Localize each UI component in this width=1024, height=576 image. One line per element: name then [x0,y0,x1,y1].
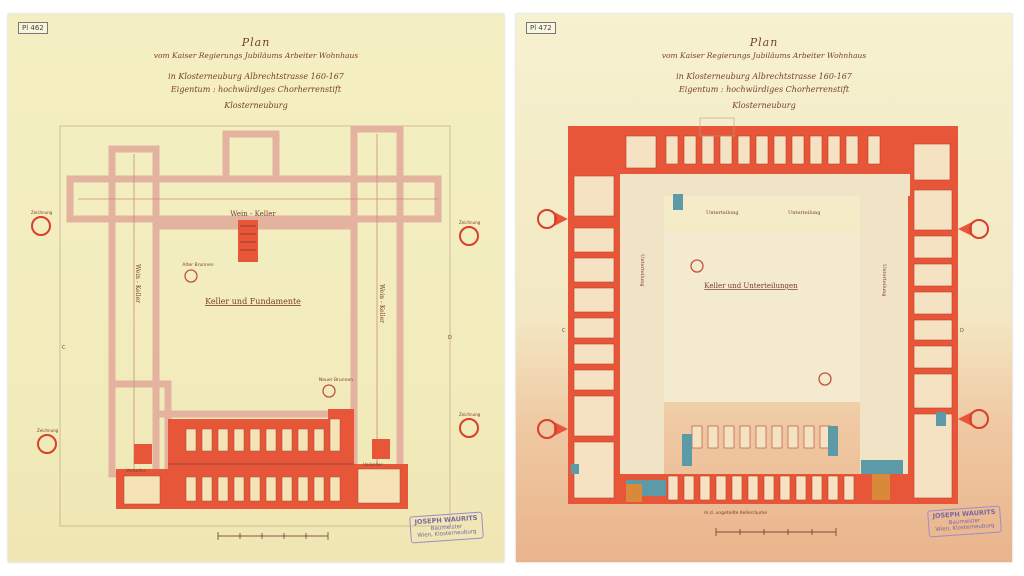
section-markers [31,216,479,454]
label-unterteilung-right: Unterteilung [881,264,887,297]
plan-subtitle: vom Kaiser Regierungs Jubiläums Arbeiter… [153,51,359,60]
inventory-label: Pl 462 [18,22,48,34]
stair-left [134,444,152,464]
marker-label-right-top: Zeichnung [459,220,481,225]
plan-address: in Klosterneuburg Albrechtstrasse 160-16… [676,72,852,81]
scale-bar [715,528,837,536]
architect-stamp: JOSEPH WAURITS Baumeister Wien, Klostern… [409,511,484,544]
bottom-rooms [667,425,855,501]
stair-center [238,220,258,262]
side-rooms [573,175,953,499]
inventory-label: Pl 472 [526,22,556,34]
marker-label-right-bottom: Zeichnung [459,412,481,417]
side-label-c: C [62,345,66,351]
stair-left [626,484,642,502]
label-wein-keller-right: Wein - Keller [378,284,385,323]
stair-right [372,439,390,459]
plan-sheet-left: Pl 462 Plan vom Kaiser Regierungs Jubilä… [8,14,504,562]
stamp-line2: Wien, Klosterneuburg [417,529,477,540]
plan-location: Klosterneuburg [224,101,288,110]
blue-accents [571,194,946,496]
plan-owner: Eigentum : hochwürdiges Chorherrenstift [678,85,850,94]
new-well-icon [322,384,336,398]
old-well-icon [184,269,198,283]
floor-plan-drawing: Keller und Unterteilungen Unterteilung U… [537,117,989,536]
new-well-icon [818,372,832,386]
inner-lines [78,134,438,469]
label-plan-type: Keller und Unterteilungen [704,282,798,290]
label-wein-keller-left: Wein - Keller [134,264,141,303]
side-label-c: C [562,328,566,334]
marker-label-left-top: Zeichnung [31,210,53,215]
label-plan-type: Keller und Fundamente [205,297,301,306]
plan-sheet-right: Pl 472 Plan vom Kaiser Regierungs Jubilä… [516,14,1012,562]
plan-subtitle: vom Kaiser Regierungs Jubiläums Arbeiter… [661,51,867,60]
top-rooms [625,135,951,181]
side-label-d: D [960,328,964,334]
marker-label-left-bottom: Zeichnung [37,428,59,433]
architect-stamp: JOSEPH WAURITS Baumeister Wien, Klostern… [927,505,1002,538]
label-unterteilung-2: Unterteilung [788,210,821,216]
label-unterteilung-left: Unterteilung [639,254,645,287]
label-wein-keller-top: Wein - Keller [230,210,276,218]
old-well-icon [690,259,704,273]
scale-bar [217,532,329,540]
floor-plan-drawing: Wein - Keller Keller und Fundamente Alte… [31,125,481,540]
section-markers [537,209,989,439]
plan-title: Plan [241,36,271,49]
plan-address: in Klosterneuburg Albrechtstrasse 160-16… [168,72,344,81]
label-scale-note: m.d. ungeteilte Kellerräume [704,510,767,516]
label-new-well: Neuer Brunnen [319,377,353,383]
top-annex [699,117,735,137]
side-label-d: D [448,335,452,341]
site-boundary [59,125,451,527]
label-vorkeller-left: Vorkeller [126,468,146,474]
plan-title: Plan [749,36,779,49]
stair-right [872,474,890,500]
plan-location: Klosterneuburg [732,101,796,110]
label-old-well: Alter Brunnen [182,262,213,268]
lower-cellar-block [116,409,408,509]
label-unterteilung-1: Unterteilung [706,210,739,216]
plan-owner: Eigentum : hochwürdiges Chorherrenstift [170,85,342,94]
label-vorkeller-right: Vorkeller [363,462,383,468]
stamp-line2: Wien, Klosterneuburg [935,523,995,534]
